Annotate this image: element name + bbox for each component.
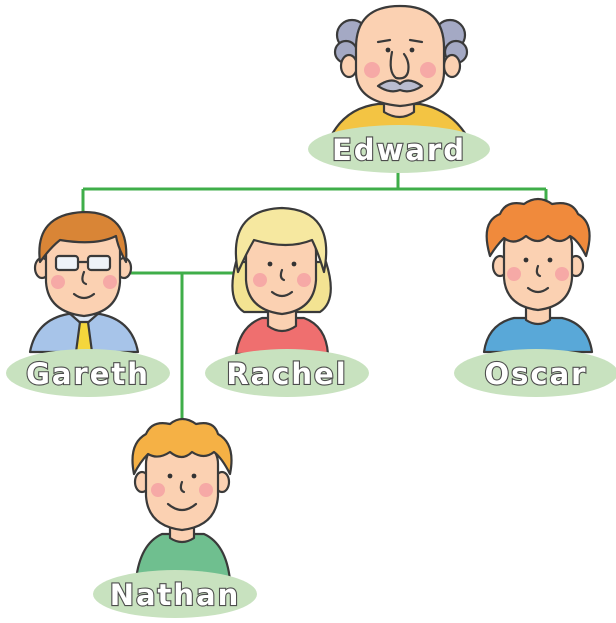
nathan-right-eye: [191, 473, 197, 479]
gareth-name-tag: Gareth: [6, 349, 170, 397]
nathan-shirt: [134, 532, 232, 582]
rachel-name-tag: Rachel: [205, 349, 369, 397]
gareth-hair: [38, 210, 128, 264]
glasses-icon: [54, 254, 112, 272]
rachel-left-cheek: [253, 273, 267, 287]
edward-left-ear: [339, 53, 359, 79]
oscar-right-eye: [547, 257, 553, 263]
gareth-portrait: [28, 210, 140, 354]
nathan-portrait: [131, 417, 233, 582]
rachel-hair: [234, 206, 328, 274]
rachel-name: Rachel: [226, 357, 347, 391]
rachel-nose: [279, 268, 286, 282]
oscar-name: Oscar: [485, 357, 588, 391]
edward-nose: [389, 50, 410, 80]
rachel-left-eye: [267, 261, 273, 267]
rachel-mouth: [270, 290, 294, 298]
nathan-left-cheek: [151, 483, 165, 497]
edward-name: Edward: [332, 133, 466, 167]
nathan-nose: [179, 480, 186, 494]
oscar-shirt: [482, 316, 594, 354]
nathan-name: Nathan: [110, 578, 241, 612]
oscar-portrait: [482, 197, 594, 354]
gareth-left-cheek: [51, 275, 65, 289]
edward-moustache: [376, 79, 424, 93]
gareth-right-cheek: [103, 275, 117, 289]
nathan-hair: [131, 417, 233, 476]
rachel-right-eye: [291, 261, 297, 267]
edward-name-tag: Edward: [308, 125, 490, 173]
gareth-nose: [81, 270, 88, 286]
oscar-left-eye: [523, 257, 529, 263]
edward-right-cheek: [420, 62, 436, 78]
edward-brows: [376, 38, 424, 44]
nathan-name-tag: Nathan: [93, 570, 257, 618]
nathan-mouth: [166, 502, 198, 512]
oscar-name-tag: Oscar: [454, 349, 616, 397]
connector-lines: [81, 165, 548, 430]
gareth-name: Gareth: [26, 357, 150, 391]
rachel-right-cheek: [297, 273, 311, 287]
gareth-mouth: [72, 292, 96, 300]
oscar-right-cheek: [555, 267, 569, 281]
edward-right-ear: [442, 53, 462, 79]
rachel-top: [234, 316, 330, 356]
rachel-portrait: [231, 206, 332, 356]
oscar-left-cheek: [507, 267, 521, 281]
edward-left-cheek: [364, 62, 380, 78]
nathan-right-cheek: [199, 483, 213, 497]
oscar-mouth: [526, 286, 550, 294]
edward-right-eye: [409, 47, 415, 53]
edward-left-eye: [385, 47, 391, 53]
edward-portrait: [328, 4, 470, 140]
oscar-hair: [485, 197, 591, 258]
nathan-left-eye: [167, 473, 173, 479]
oscar-nose: [535, 264, 542, 278]
gareth-tie: [74, 320, 94, 354]
